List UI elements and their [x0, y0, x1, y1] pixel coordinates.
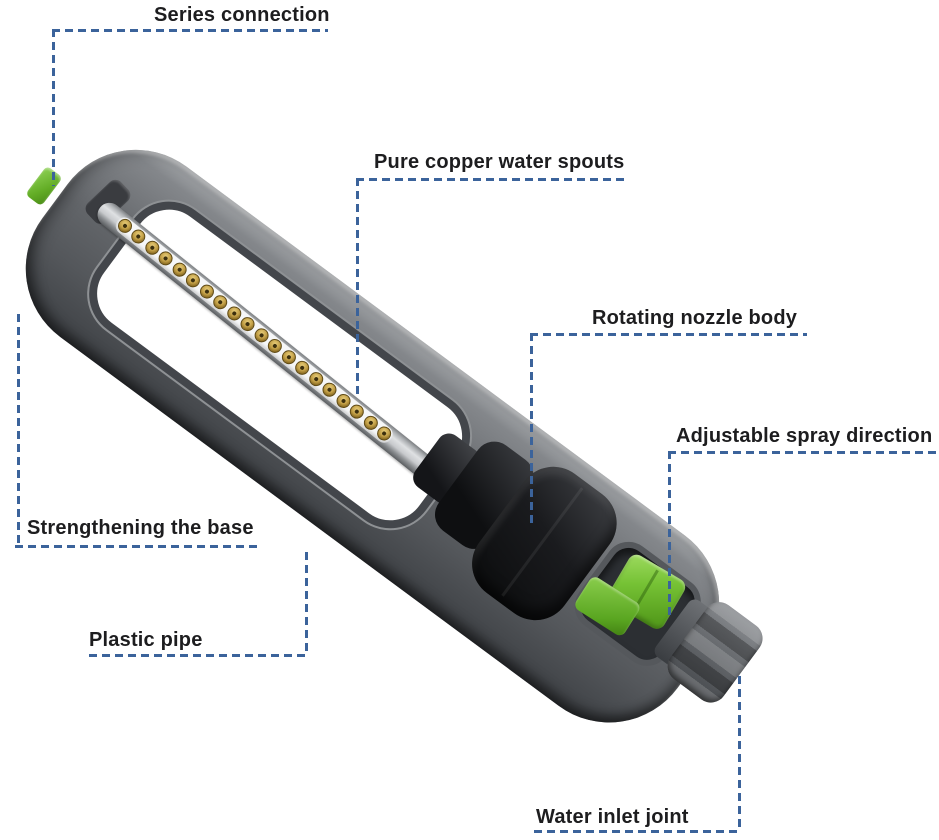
- callout-line-adjustable-spray-v: [668, 451, 671, 617]
- callout-line-water-inlet-v: [738, 676, 741, 830]
- callout-line-pure-copper-h: [356, 178, 626, 181]
- callout-line-adjustable-spray-h: [668, 451, 939, 454]
- callout-line-strengthening-h: [15, 545, 258, 548]
- label-strengthening-the-base: Strengthening the base: [27, 517, 254, 539]
- label-series-connection: Series connection: [154, 4, 330, 26]
- callout-line-series-connection-h: [52, 29, 328, 32]
- label-adjustable-spray-direction: Adjustable spray direction: [676, 425, 933, 447]
- label-rotating-nozzle-body: Rotating nozzle body: [592, 307, 798, 329]
- sprinkler-illustration: [0, 116, 769, 757]
- callout-line-rotating-nozzle-v: [530, 333, 533, 523]
- copper-spout-nozzle: [374, 423, 394, 444]
- callout-line-strengthening-v: [17, 314, 20, 545]
- label-water-inlet-joint: Water inlet joint: [536, 806, 689, 828]
- callout-line-plastic-pipe-v: [305, 552, 308, 654]
- callout-line-pure-copper-v: [356, 178, 359, 397]
- label-plastic-pipe: Plastic pipe: [89, 629, 203, 651]
- callout-line-series-connection-v: [52, 29, 55, 186]
- callout-line-water-inlet-h: [534, 830, 741, 833]
- label-pure-copper-water-spouts: Pure copper water spouts: [374, 151, 625, 173]
- callout-line-rotating-nozzle-h: [530, 333, 807, 336]
- callout-line-plastic-pipe-h: [89, 654, 308, 657]
